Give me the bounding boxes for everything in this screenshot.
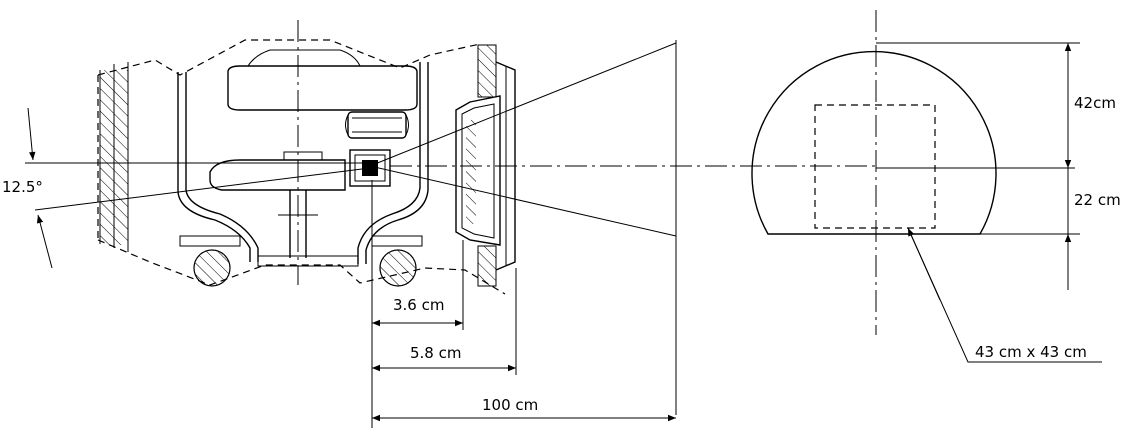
- beam-upper: [369, 42, 677, 167]
- dim-100-label: 100 cm: [482, 396, 538, 414]
- beam-lower: [369, 165, 677, 237]
- focal-spot-housing: [349, 149, 391, 187]
- beam-lines: [25, 40, 880, 415]
- detector-field-square: [814, 104, 936, 229]
- machine-outline-bottom: [97, 239, 506, 295]
- field-view: 42cm 22 cm 43 cm x 43 cm: [751, 10, 1121, 363]
- dim-3-6-label: 3.6 cm: [393, 296, 444, 314]
- inner-wall-left: [177, 72, 251, 262]
- tilt-line: [34, 167, 371, 211]
- lower-disc: [209, 159, 346, 191]
- dim-42-label: 42cm: [1074, 94, 1116, 112]
- upper-disc: [227, 65, 418, 111]
- angle-label: 12.5°: [2, 178, 43, 196]
- upper-component: [347, 111, 407, 139]
- inner-wall-right: [365, 62, 429, 264]
- horizontal-dimensions: 3.6 cm 5.8 cm 100 cm: [371, 180, 676, 428]
- wheel-left: [193, 249, 231, 287]
- machine-outline-top: [97, 39, 481, 76]
- exit-window: [455, 95, 501, 246]
- angle-annotation: 12.5°: [2, 107, 53, 269]
- field-size-leader: [907, 227, 941, 301]
- machine-side-view: [97, 20, 516, 295]
- field-outline: [751, 50, 997, 235]
- field-size-label: 43 cm x 43 cm: [975, 343, 1087, 361]
- dim-5-8-label: 5.8 cm: [410, 344, 461, 362]
- wheel-right: [379, 249, 417, 287]
- dim-22-label: 22 cm: [1074, 191, 1121, 209]
